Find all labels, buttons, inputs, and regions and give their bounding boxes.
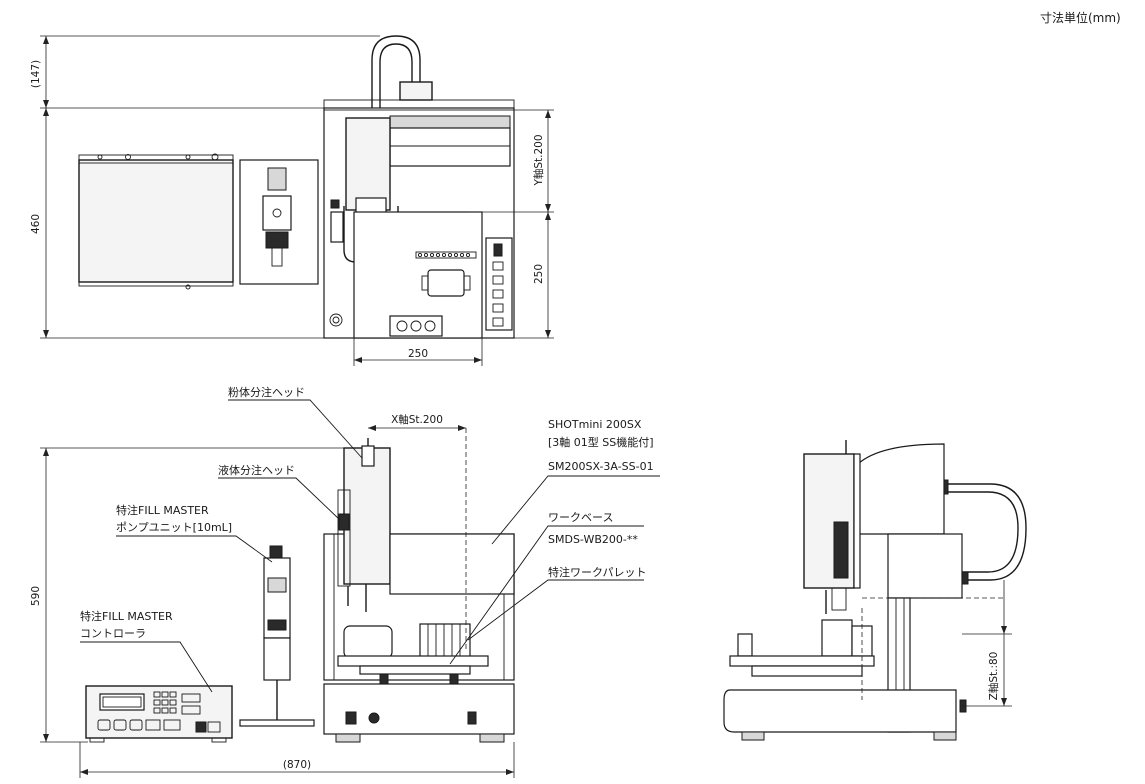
callout-workbase-model: SMDS-WB200-** bbox=[548, 533, 638, 546]
top-view: (147) 460 bbox=[30, 35, 554, 366]
side-view: Z軸St.:80 bbox=[723, 440, 1027, 741]
callout-robot-model: SM200SX-3A-SS-01 bbox=[548, 460, 654, 473]
unit-note: 寸法単位(mm) bbox=[1040, 10, 1121, 25]
callout-pump-line2: ポンプユニット[10mL] bbox=[116, 521, 232, 534]
x-base-dimension: 250 bbox=[353, 338, 483, 366]
controller-front-view bbox=[85, 685, 233, 743]
callout-controller-line2: コントローラ bbox=[80, 627, 146, 640]
dim-y-stroke: Y軸St.200 bbox=[532, 134, 545, 186]
terminal-block bbox=[417, 252, 471, 258]
robot-top-view bbox=[323, 35, 515, 339]
front-height-dimension: 590 bbox=[30, 447, 368, 743]
dim-x-base: 250 bbox=[408, 348, 428, 360]
y-stroke-dimension: Y軸St.200 250 bbox=[470, 109, 554, 339]
dim-y-base: 250 bbox=[533, 264, 545, 284]
dim-z-stroke: Z軸St.:80 bbox=[987, 652, 1000, 701]
callout-workbase-line1: ワークベース bbox=[548, 511, 613, 524]
dim-depth-460: 460 bbox=[30, 214, 42, 234]
callouts: 粉体分注ヘッド 液体分注ヘッド 特注FILL MASTER ポンプユニット[10… bbox=[80, 385, 660, 693]
pump-unit-front-view bbox=[239, 545, 315, 727]
total-width-dimension: (870) bbox=[79, 742, 515, 778]
callout-pump-line1: 特注FILL MASTER bbox=[116, 503, 209, 517]
robot-front-view bbox=[323, 428, 515, 743]
controller-top-view bbox=[78, 153, 234, 290]
dim-x-stroke: X軸St.200 bbox=[391, 413, 443, 426]
dim-height-590: 590 bbox=[30, 586, 42, 606]
callout-controller-line1: 特注FILL MASTER bbox=[80, 609, 173, 623]
callout-powder-head: 粉体分注ヘッド bbox=[228, 385, 305, 399]
callout-robot-line2: [3軸 01型 SS機能付] bbox=[548, 435, 654, 449]
callout-pallet: 特注ワークパレット bbox=[548, 565, 646, 579]
front-view: 590 bbox=[30, 385, 660, 778]
top-depth-dimension: (147) 460 bbox=[30, 35, 380, 339]
callout-liquid-head: 液体分注ヘッド bbox=[218, 463, 295, 477]
x-stroke-dimension: X軸St.200 bbox=[368, 413, 466, 431]
pump-unit-top-view bbox=[239, 159, 319, 285]
dim-top-offset: (147) bbox=[30, 60, 42, 88]
dim-total-width: (870) bbox=[283, 759, 311, 771]
callout-robot-line1: SHOTmini 200SX bbox=[548, 418, 642, 431]
